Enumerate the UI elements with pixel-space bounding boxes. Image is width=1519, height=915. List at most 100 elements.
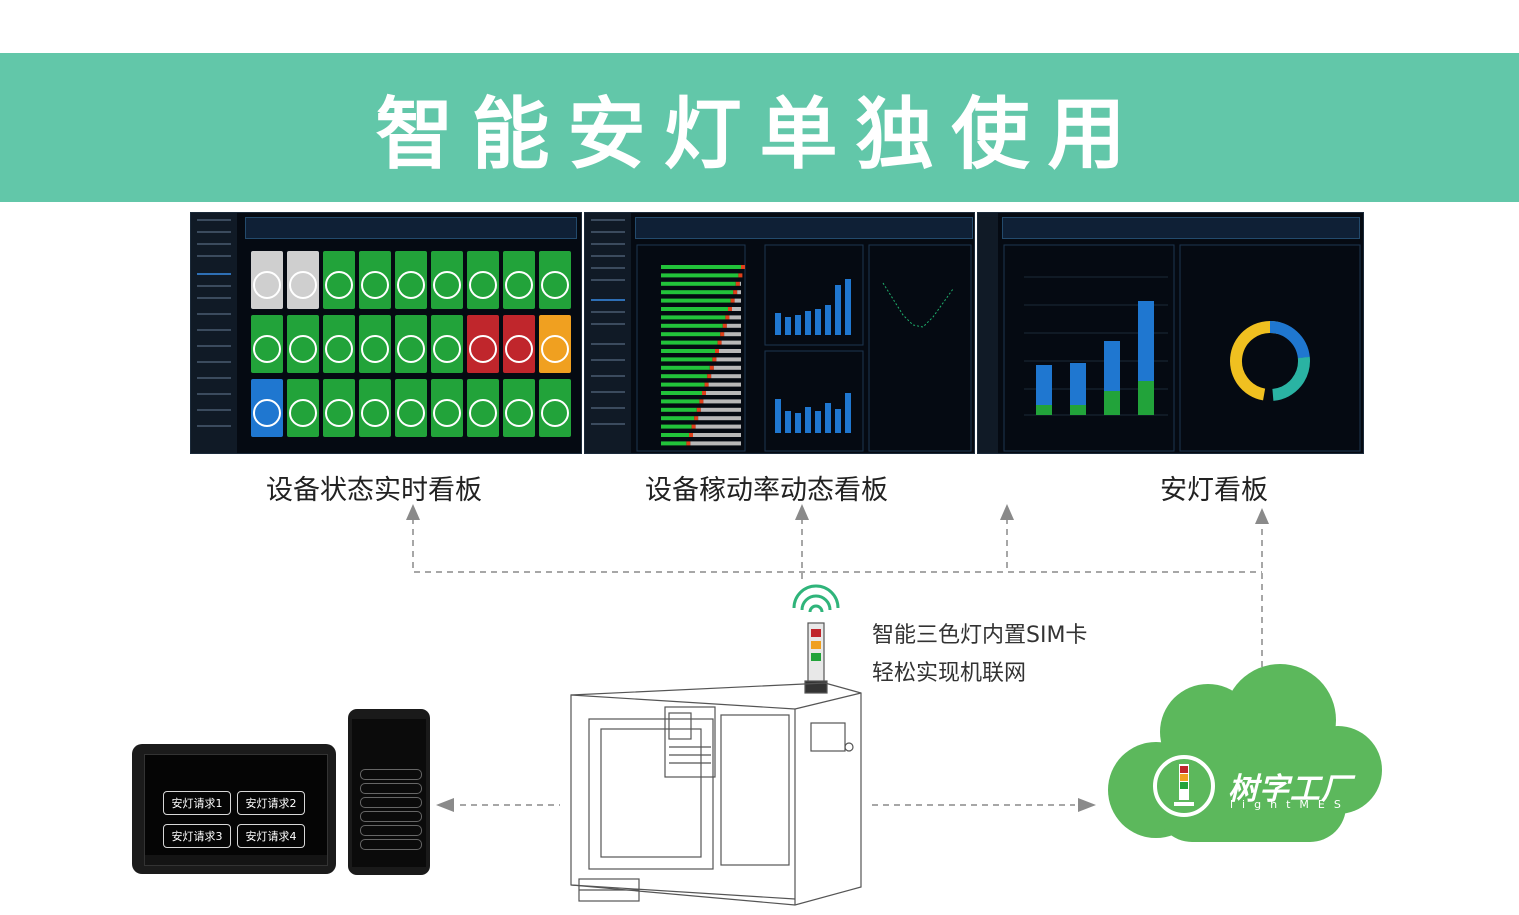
andon-request-1-button[interactable]: 安灯请求1 [163,791,231,815]
status-tile [287,379,319,437]
oee-bar-good [661,349,715,353]
oee-column [815,309,821,335]
dashboard-header-bar [1002,217,1360,239]
oee-bar-rest [729,315,741,320]
oee-bar-rest [693,433,741,437]
status-ring [325,399,353,427]
status-tile [503,315,535,373]
oee-bar-loss [717,340,722,345]
oee-bar-good [661,416,695,421]
device-description-line1: 智能三色灯内置SIM卡 [872,623,1088,648]
oee-bar-good [661,365,710,370]
oee-column [785,317,791,335]
oee-column [805,407,811,433]
status-tile [431,251,463,309]
status-tile [431,379,463,437]
banner-title: 智能安灯单独使用 [375,89,1144,180]
andon-request-2-button[interactable]: 安灯请求2 [237,791,305,815]
oee-bar-loss [712,357,717,362]
oee-bar-loss [735,281,740,286]
oee-charts [636,244,972,452]
oee-bar-rest [739,281,741,286]
oee-bar-rest [721,340,741,345]
status-tile [395,315,427,373]
status-tile [431,315,463,373]
andon-request-4-button[interactable]: 安灯请求4 [237,824,305,848]
dashboard-sidebar [585,213,631,453]
status-ring [505,335,533,363]
oee-bar-rest [726,323,741,328]
oee-bar-good [661,340,718,345]
status-ring [397,335,425,363]
cloud-brand-name: 树字工厂 [1228,772,1352,807]
phone-screen [352,719,426,867]
oee-bar-good [661,265,741,269]
screen-label-device-status: 设备状态实时看板 [266,475,482,506]
oee-bar-rest [732,307,741,311]
status-ring [325,335,353,363]
status-tile [323,315,355,373]
screen-label-andon: 安灯看板 [1160,475,1268,506]
oee-bar-good [661,433,689,437]
oee-bar-loss [709,365,714,370]
status-ring [469,399,497,427]
oee-bar-loss [696,407,701,412]
status-ring [361,335,389,363]
oee-bar-loss [730,298,735,303]
cloud-brand-subtitle: lightMES [1230,798,1350,811]
title-banner: 智能安灯单独使用 [0,53,1519,202]
oee-column [795,315,801,335]
oee-bar-loss [741,265,745,269]
status-tile [467,315,499,373]
status-ring [361,271,389,299]
oee-bar-loss [694,416,699,421]
oee-bar-good [661,315,726,320]
status-tile [503,251,535,309]
status-ring [505,271,533,299]
andon-dashboard-screenshot [977,212,1364,454]
status-tile [323,379,355,437]
status-tile [539,379,571,437]
status-tile [323,251,355,309]
oee-bar-loss [720,332,725,337]
status-tile [359,251,391,309]
andon-request-3-button[interactable]: 安灯请求3 [163,824,231,848]
status-ring [469,335,497,363]
oee-bar-rest [695,424,741,429]
status-ring [433,399,461,427]
status-ring [325,271,353,299]
oee-column [845,393,851,433]
status-tile [251,315,283,373]
oee-bar-good [661,307,728,311]
oee-bar-loss [722,323,727,328]
oee-bar-rest [737,290,741,295]
oee-bar-loss [725,315,730,320]
oee-bar-loss [733,290,738,295]
status-tile [539,251,571,309]
oee-column [845,279,851,335]
oee-column [825,403,831,433]
oee-bar-good [661,332,721,337]
status-ring [469,271,497,299]
oee-column [815,411,821,433]
oee-bar-loss [691,424,696,429]
oee-bar-rest [700,407,741,412]
status-tile [467,379,499,437]
status-ring [433,335,461,363]
tablet-device: 安灯请求1 安灯请求2 安灯请求3 安灯请求4 [132,744,336,874]
andon-charts [1003,244,1361,452]
status-ring [541,271,569,299]
oee-bar-loss [686,441,691,446]
dashboard-sidebar [978,213,998,453]
status-tile [359,315,391,373]
status-ring [253,335,281,363]
status-ring [541,335,569,363]
status-ring [433,271,461,299]
oee-bar-loss [689,433,693,437]
oee-bar-loss [702,391,706,395]
oee-dashboard-screenshot [584,212,975,454]
oee-bar-loss [704,382,709,387]
oee-bar-good [661,281,736,286]
status-tile [467,251,499,309]
oee-bar-rest [698,416,741,421]
